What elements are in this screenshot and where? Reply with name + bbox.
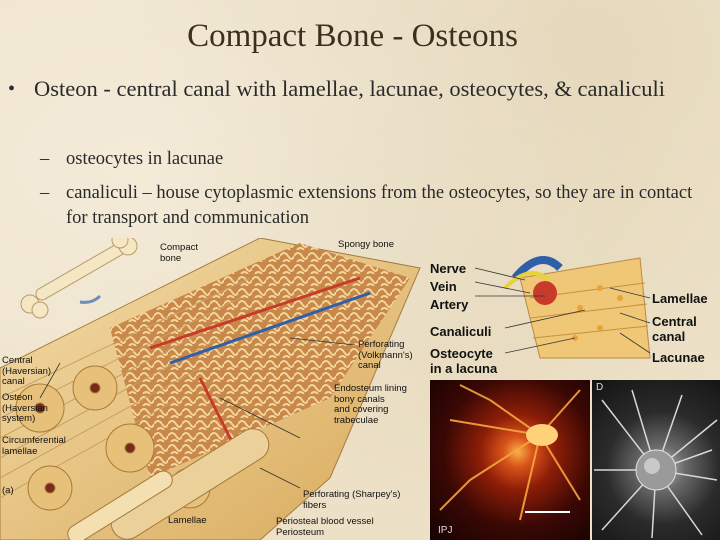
label-canaliculi: Canaliculi (430, 324, 492, 339)
photo-label-ipj: IPJ (438, 525, 453, 536)
label-periosteum: Periosteum (276, 527, 325, 538)
label-fig-a: (a) (2, 485, 14, 496)
long-bone-icon (20, 238, 138, 319)
osteon-inset (503, 256, 651, 359)
bullet-dot-icon: • (8, 78, 16, 100)
sub-bullet-text-2: canaliculi – house cytoplasmic extension… (66, 183, 693, 228)
osteocyte-processes-drawing (439, 384, 581, 521)
label-artery: Artery (430, 297, 469, 312)
label-osteocyte: Osteocyte in a lacuna (430, 346, 498, 376)
label-periosteal-vessel: Periosteal blood vessel (276, 516, 374, 527)
main-bullet-text: Osteon - central canal with lamellae, la… (34, 76, 665, 101)
label-lamellae-bottom: Lamellae (168, 515, 207, 526)
label-central-canal: Central canal (652, 314, 697, 344)
slide-title: Compact Bone - Osteons (187, 18, 518, 54)
label-perforating-volkmann: Perforating (Volkmann's) canal (358, 339, 413, 371)
label-lamellae: Lamellae (652, 291, 708, 306)
label-osteon: Osteon (Haversian system) (2, 392, 48, 424)
label-spongy-bone: Spongy bone (338, 239, 394, 250)
label-perforating-sharpey: Perforating (Sharpey's) fibers (303, 489, 401, 511)
sub-bullet-text-1: osteocytes in lacunae (66, 149, 224, 169)
label-central-haversian: Central (Haversian) canal (2, 355, 52, 387)
dash-icon: – (40, 183, 50, 203)
main-bullet: • Osteon - central canal with lamellae, … (8, 74, 708, 104)
osteocyte-sem-photo: D (592, 380, 720, 540)
label-endosteum: Endosteum lining bony canals and coverin… (334, 383, 407, 426)
osteocyte-fluorescence-photo: IPJ (430, 380, 590, 540)
osteocyte-sem-drawing (594, 389, 718, 539)
label-nerve: Nerve (430, 261, 467, 276)
bone-diagram-illustration (0, 238, 651, 540)
label-circumferential: Circumferential lamellae (2, 435, 66, 457)
label-vein: Vein (430, 279, 457, 294)
dash-icon: – (40, 149, 50, 169)
photo-label-d: D (596, 382, 604, 393)
label-compact-bone: Compact bone (160, 242, 199, 264)
label-lacunae: Lacunae (652, 350, 705, 365)
compact-bone-block (0, 238, 421, 540)
sub-bullet-1: – osteocytes in lacunae (40, 147, 710, 172)
sub-bullet-2: – canaliculi – house cytoplasmic extensi… (40, 181, 710, 231)
